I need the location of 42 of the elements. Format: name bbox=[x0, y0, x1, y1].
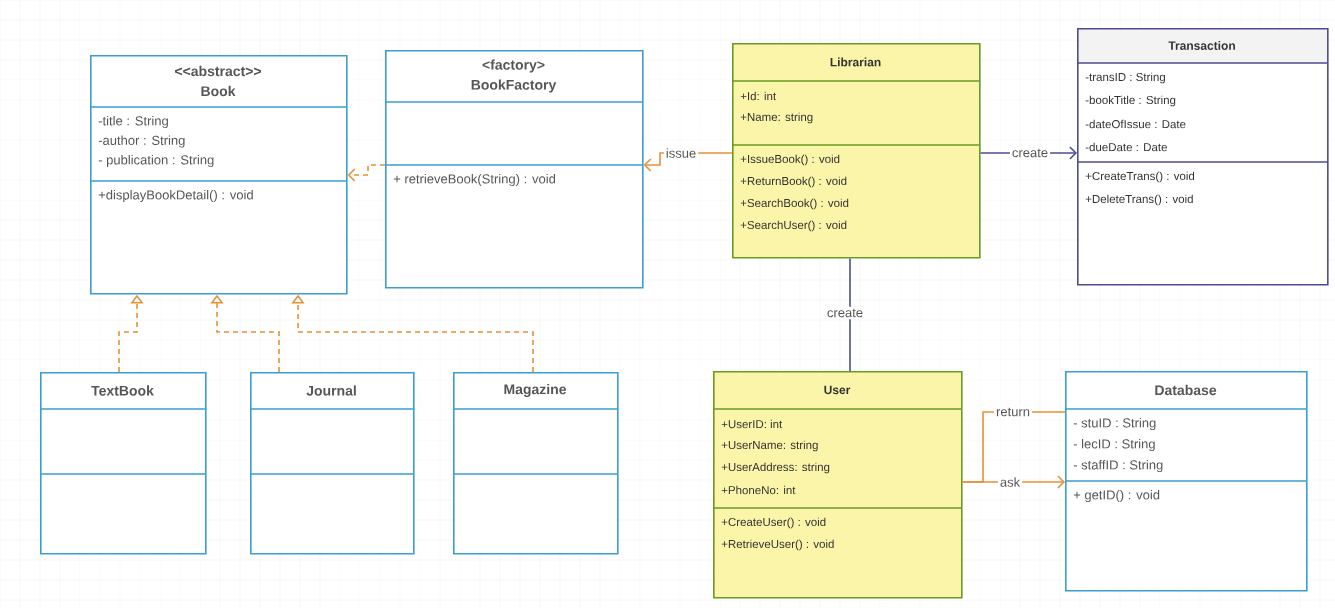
class-name: Transaction bbox=[1168, 41, 1235, 50]
connector-arrow bbox=[347, 164, 386, 182]
method-text: +CreateUser() : void bbox=[721, 517, 826, 529]
connector-line bbox=[849, 257, 851, 372]
method-text: + getID() : void bbox=[1073, 489, 1160, 503]
method-text: +IssueBook() : void bbox=[740, 154, 840, 166]
class-name: Database bbox=[1155, 384, 1217, 396]
attribute-text: - lecID : String bbox=[1073, 438, 1155, 452]
attribute-text: -title : String bbox=[98, 115, 168, 129]
method-text: +SearchUser() : void bbox=[740, 220, 847, 232]
edge-label: ask bbox=[997, 475, 1023, 489]
attribute-text: -author : String bbox=[98, 135, 185, 148]
class-name: Journal bbox=[306, 385, 356, 396]
attribute-text: +UserName: string bbox=[721, 440, 818, 452]
attribute-text: +Name: string bbox=[740, 112, 813, 124]
method-text: +DeleteTrans() : void bbox=[1085, 194, 1193, 206]
attribute-text: -transID : String bbox=[1085, 72, 1165, 84]
attribute-text: -dateOfIssue : Date bbox=[1085, 119, 1186, 129]
method-text: +ReturnBook() : void bbox=[740, 176, 847, 188]
attribute-text: +PhoneNo: int bbox=[721, 485, 796, 495]
class-name: Magazine bbox=[504, 383, 567, 398]
method-text: +displayBookDetail() : void bbox=[98, 189, 253, 203]
attribute-text: - staffID : String bbox=[1073, 459, 1163, 473]
class-name: BookFactory bbox=[471, 79, 557, 93]
stereotype-label: <<abstract>> bbox=[175, 65, 261, 77]
method-text: +CreateTrans() : void bbox=[1085, 171, 1195, 183]
attribute-text: - publication : String bbox=[98, 154, 214, 168]
method-text: +RetrieveUser() : void bbox=[721, 539, 834, 551]
class-name: Book bbox=[201, 85, 236, 97]
attribute-text: +UserAddress: string bbox=[721, 462, 830, 474]
edge-label: issue bbox=[663, 146, 699, 160]
attribute-text: - stuID : String bbox=[1073, 417, 1156, 431]
method-text: +SearchBook() : void bbox=[740, 198, 849, 210]
method-text: + retrieveBook(String) : void bbox=[393, 173, 556, 187]
attribute-text: +Id: int bbox=[740, 91, 776, 101]
class-name: Librarian bbox=[830, 57, 881, 67]
class-name: User bbox=[824, 385, 851, 395]
attribute-text: -dueDate : Date bbox=[1085, 142, 1167, 152]
class-name: TextBook bbox=[91, 385, 154, 396]
attribute-text: -bookTitle : String bbox=[1085, 95, 1176, 107]
attribute-text: +UserID: int bbox=[721, 419, 783, 429]
stereotype-label: <factory> bbox=[482, 59, 545, 73]
